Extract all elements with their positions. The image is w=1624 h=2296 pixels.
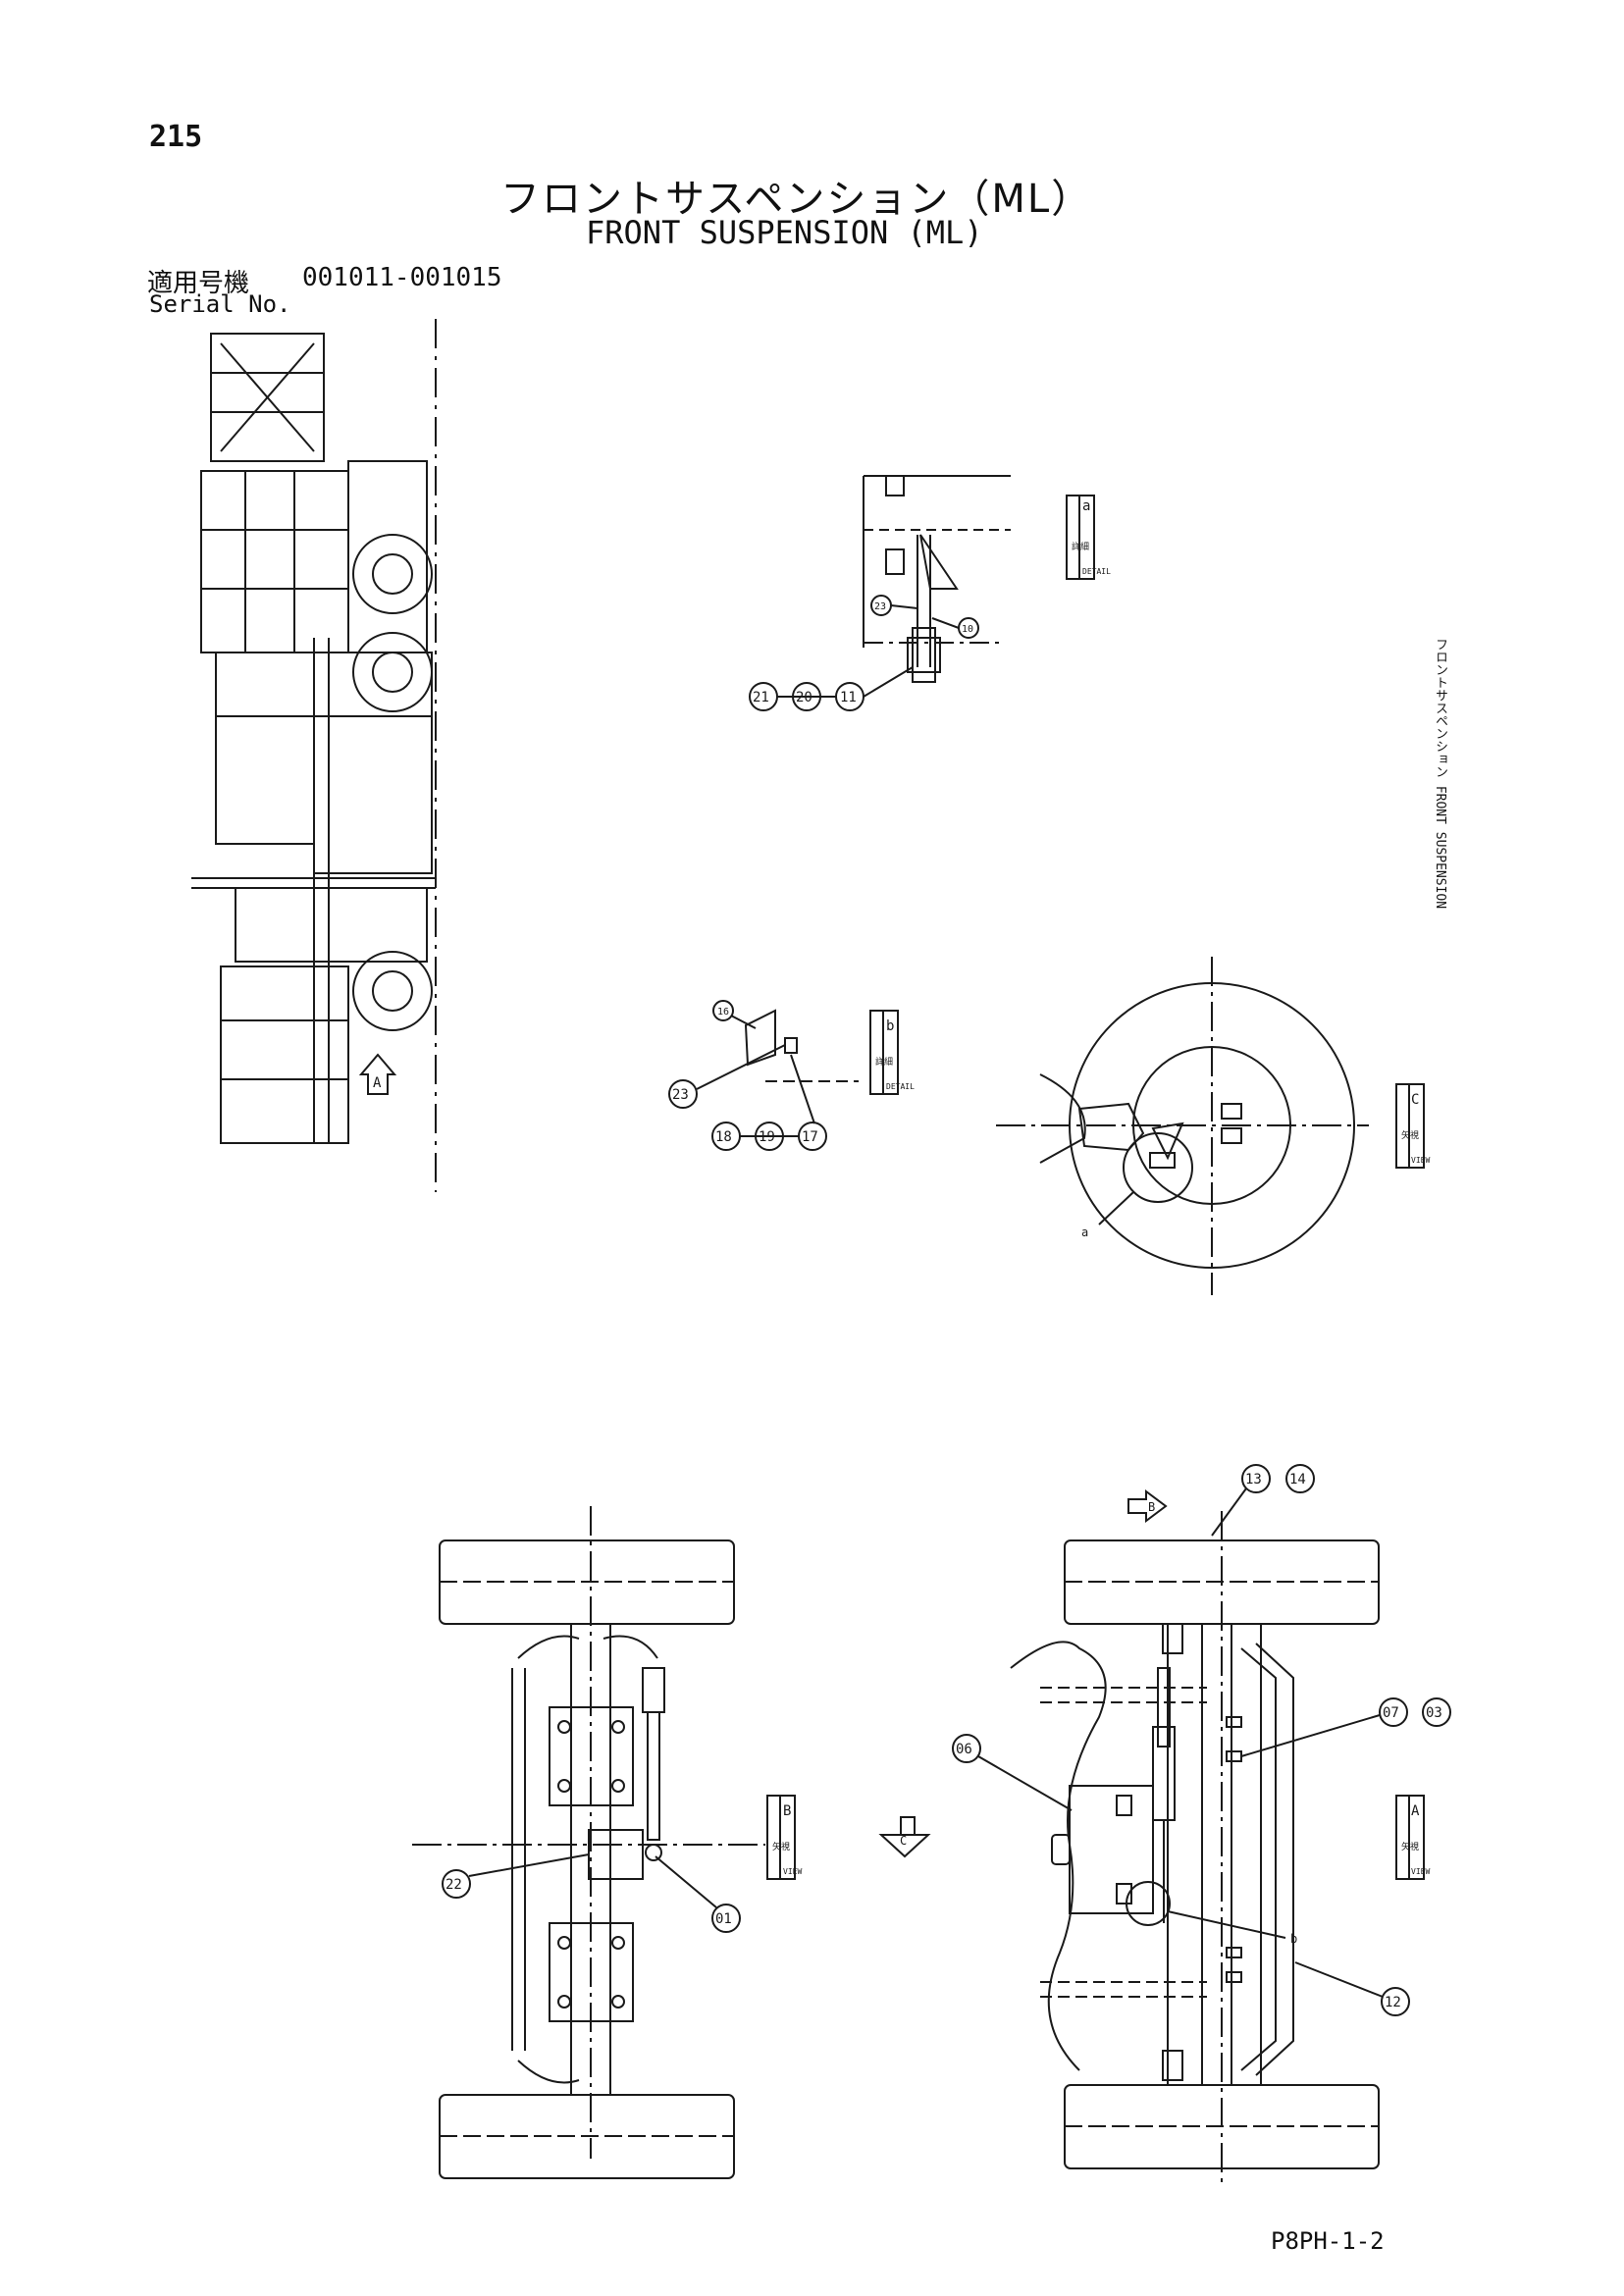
detail-a-letter: a: [1082, 498, 1090, 514]
serial-range: 001011-001015: [302, 263, 502, 292]
callout-23: 23: [672, 1087, 689, 1103]
callout-06: 06: [956, 1742, 972, 1757]
detail-b-letter: b: [886, 1018, 894, 1034]
serial-label-japanese: 適用号機: [147, 269, 250, 298]
view-b-letter: B: [783, 1803, 791, 1819]
callout-01: 01: [715, 1911, 732, 1927]
page-title-japanese: フロントサスペンション（ML）: [500, 177, 1093, 222]
callout-22: 22: [445, 1877, 462, 1893]
view-c-label-jp: 矢視: [1401, 1129, 1419, 1141]
detail-a-drawing: 23 10 21 20 11 詳細 DETAIL a: [749, 475, 1111, 711]
detail-b-drawing: 16 23 18 19 17 詳細 DETAIL b: [668, 1000, 915, 1151]
callout-16: 16: [717, 1007, 729, 1018]
callout-07: 07: [1383, 1705, 1399, 1721]
serial-label-english: Serial No.: [149, 290, 291, 318]
view-a-label-en: VIEW: [1411, 1867, 1430, 1876]
detail-b-label-en: DETAIL: [886, 1082, 915, 1091]
callout-12: 12: [1385, 1995, 1401, 2010]
callout-23b: 23: [874, 601, 886, 612]
view-b-drawing: 22 01 矢視 VIEW B: [412, 1506, 802, 2179]
arrow-a-label: A: [373, 1075, 382, 1091]
page-number: 215: [149, 120, 203, 154]
callout-11: 11: [840, 690, 857, 705]
callout-13: 13: [1245, 1472, 1262, 1487]
callout-14: 14: [1289, 1472, 1306, 1487]
view-b-label-en: VIEW: [783, 1867, 802, 1876]
view-c-label-en: VIEW: [1411, 1156, 1430, 1165]
detail-mark-b1: b: [1290, 1932, 1297, 1946]
detail-a-label-jp: 詳細: [1072, 541, 1089, 552]
machine-side-view: A: [191, 319, 437, 1192]
detail-b-label-jp: 詳細: [875, 1056, 893, 1068]
view-c-letter: C: [1411, 1092, 1419, 1108]
side-note: フロントサスペンション FRONT SUSPENSION: [1433, 638, 1447, 910]
view-a-drawing: b B C 13 14 07 03 06 12 矢視 VIEW A: [878, 1464, 1451, 2188]
arrow-c-label: C: [900, 1834, 907, 1848]
callout-17: 17: [802, 1129, 818, 1145]
document-code: P8PH-1-2: [1271, 2227, 1385, 2255]
callout-18: 18: [715, 1129, 732, 1145]
arrow-b-label: B: [1148, 1500, 1155, 1514]
view-a-letter: A: [1411, 1803, 1420, 1819]
view-c-drawing: a 矢視 VIEW C: [996, 957, 1430, 1295]
view-a-label-jp: 矢視: [1401, 1841, 1419, 1852]
page-title-english: FRONT SUSPENSION (ML): [586, 214, 983, 251]
callout-03: 03: [1426, 1705, 1442, 1721]
detail-a-label-en: DETAIL: [1082, 567, 1111, 576]
callout-21: 21: [753, 690, 769, 705]
view-b-label-jp: 矢視: [772, 1841, 790, 1852]
detail-mark-a1: a: [1081, 1226, 1088, 1239]
callout-10: 10: [962, 624, 973, 635]
